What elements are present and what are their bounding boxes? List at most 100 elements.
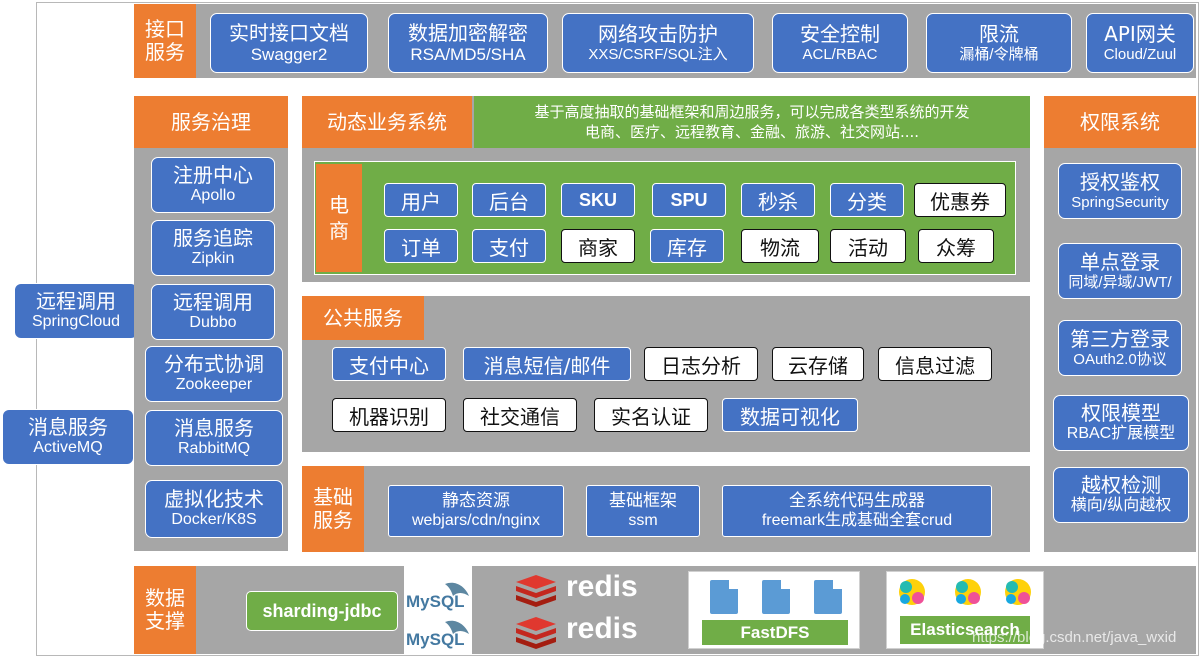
item-sub: Dubbo [189,314,237,332]
public-log-analysis[interactable]: 日志分析 [644,347,758,381]
item-sub: RSA/MD5/SHA [410,44,526,64]
ecom-merchant[interactable]: 商家 [561,229,635,263]
item-sub: 横向/纵向越权 [1070,497,1172,515]
item-sub: Apollo [190,187,236,205]
interface-item-attack[interactable]: 网络攻击防护 XXS/CSRF/SQL注入 [562,13,754,73]
item-title: 数据加密解密 [408,20,528,45]
interface-label: 接口 服务 [134,4,196,78]
interface-item-security[interactable]: 安全控制 ACL/RBAC [772,13,908,73]
left-message-activemq[interactable]: 消息服务 ActiveMQ [2,409,134,465]
item-sub: Zipkin [191,250,235,268]
perm-sso[interactable]: 单点登录 同域/异域/JWT/ [1058,243,1182,299]
item-title: 消息服务 [174,416,254,441]
redis-cube-icon [516,575,556,607]
desc-line-1: 基于高度抽取的基础框架和周边服务，可以完成各类型系统的开发 [534,102,970,121]
ecom-order[interactable]: 订单 [384,229,458,263]
watermark: https://blog.csdn.net/java_wxid [972,629,1177,646]
public-cloud-storage[interactable]: 云存储 [772,347,864,381]
perm-auth[interactable]: 授权鉴权 SpringSecurity [1058,163,1182,219]
item-title: 远程调用 [173,290,253,315]
dolphin-icon [445,620,469,634]
ecom-coupon[interactable]: 优惠券 [914,183,1006,217]
item-sub: webjars/cdn/nginx [411,511,541,529]
file-icon [710,580,738,614]
item-sub: OAuth2.0协议 [1073,350,1167,368]
item-title: 虚拟化技术 [164,487,264,512]
ecom-spu[interactable]: SPU [652,183,726,217]
redis-logo-2: redis [514,612,638,654]
public-sms-email[interactable]: 消息短信/邮件 [463,347,631,381]
sharding-jdbc[interactable]: sharding-jdbc [246,591,398,631]
perm-oauth[interactable]: 第三方登录 OAuth2.0协议 [1058,320,1182,376]
item-sub: SpringCloud [31,313,121,331]
public-data-visualization[interactable]: 数据可视化 [722,398,858,432]
fastdfs-label[interactable]: FastDFS [702,620,848,645]
file-icon [762,580,790,614]
elasticsearch-label[interactable]: Elasticsearch [900,616,1030,644]
item-title: 权限模型 [1081,401,1161,426]
ecom-backend[interactable]: 后台 [472,183,546,217]
gov-tracing[interactable]: 服务追踪 Zipkin [151,220,275,276]
desc-line-2: 电商、医疗、远程教育、金融、旅游、社交网站.... [584,123,920,141]
gov-dubbo[interactable]: 远程调用 Dubbo [151,284,275,340]
item-title: 消息服务 [28,415,108,440]
item-sub: ssm [628,511,658,529]
dolphin-icon [445,582,469,596]
item-sub: Swagger2 [250,44,328,64]
mysql-logo-2: MySQL [405,616,471,650]
public-info-filter[interactable]: 信息过滤 [878,347,992,381]
public-real-name-auth[interactable]: 实名认证 [594,398,708,432]
item-title: 静态资源 [442,491,510,512]
mysql-text: MySQL [406,592,465,611]
gov-zookeeper[interactable]: 分布式协调 Zookeeper [145,346,283,402]
item-sub: Zookeeper [175,376,253,394]
interface-item-ratelimit[interactable]: 限流 漏桶/令牌桶 [926,13,1072,73]
item-title: 限流 [979,21,1019,46]
ecom-logistics[interactable]: 物流 [741,229,819,263]
item-sub: 同域/异域/JWT/ [1068,273,1172,291]
ecom-sku[interactable]: SKU [561,183,635,217]
ecom-seckill[interactable]: 秒杀 [741,183,815,217]
redis-text: redis [566,612,638,645]
gov-virtualization[interactable]: 虚拟化技术 Docker/K8S [145,480,283,538]
gov-registry[interactable]: 注册中心 Apollo [151,157,275,213]
basic-static-resources[interactable]: 静态资源 webjars/cdn/nginx [388,485,564,537]
item-sub: RabbitMQ [177,440,251,458]
basic-label: 基础 服务 [302,466,364,552]
item-title: 单点登录 [1080,249,1160,274]
ecom-category[interactable]: 分类 [830,183,904,217]
mysql-logo-1: MySQL [405,578,471,612]
ecom-label: 电 商 [316,164,362,272]
item-sub: ActiveMQ [33,439,103,457]
left-remote-springcloud[interactable]: 远程调用 SpringCloud [14,283,138,339]
item-title: 实时接口文档 [229,20,349,45]
public-social-communication[interactable]: 社交通信 [463,398,577,432]
perm-overreach[interactable]: 越权检测 横向/纵向越权 [1053,467,1189,523]
ecom-inventory[interactable]: 库存 [650,229,724,263]
gov-rabbitmq[interactable]: 消息服务 RabbitMQ [145,410,283,466]
item-sub: SpringSecurity [1071,193,1169,211]
ecom-crowdfunding[interactable]: 众筹 [918,229,994,263]
item-sub: XXS/CSRF/SQL注入 [588,45,728,63]
mysql-text: MySQL [406,630,465,649]
interface-item-gateway[interactable]: API网关 Cloud/Zuul [1086,13,1194,73]
ecom-user[interactable]: 用户 [384,183,458,217]
basic-codegen[interactable]: 全系统代码生成器 freemark生成基础全套crud [722,485,992,537]
governance-label: 服务治理 [134,96,288,148]
interface-item-encrypt[interactable]: 数据加密解密 RSA/MD5/SHA [388,13,548,73]
item-title: 服务追踪 [173,226,253,251]
ecom-activity[interactable]: 活动 [830,229,906,263]
redis-cube-icon [516,617,556,649]
item-title: 远程调用 [36,289,116,314]
perm-rbac[interactable]: 权限模型 RBAC扩展模型 [1053,395,1189,451]
data-label: 数据 支撑 [134,566,196,654]
ecom-payment[interactable]: 支付 [472,229,546,263]
item-sub: freemark生成基础全套crud [761,511,953,529]
basic-framework[interactable]: 基础框架 ssm [586,485,700,537]
public-machine-recognition[interactable]: 机器识别 [332,398,446,432]
public-pay-center[interactable]: 支付中心 [332,347,446,381]
interface-item-swagger[interactable]: 实时接口文档 Swagger2 [210,13,368,73]
dynamic-description: 基于高度抽取的基础框架和周边服务，可以完成各类型系统的开发 电商、医疗、远程教育… [474,96,1030,148]
item-title: 基础框架 [609,491,677,512]
item-sub: 漏桶/令牌桶 [959,45,1039,63]
